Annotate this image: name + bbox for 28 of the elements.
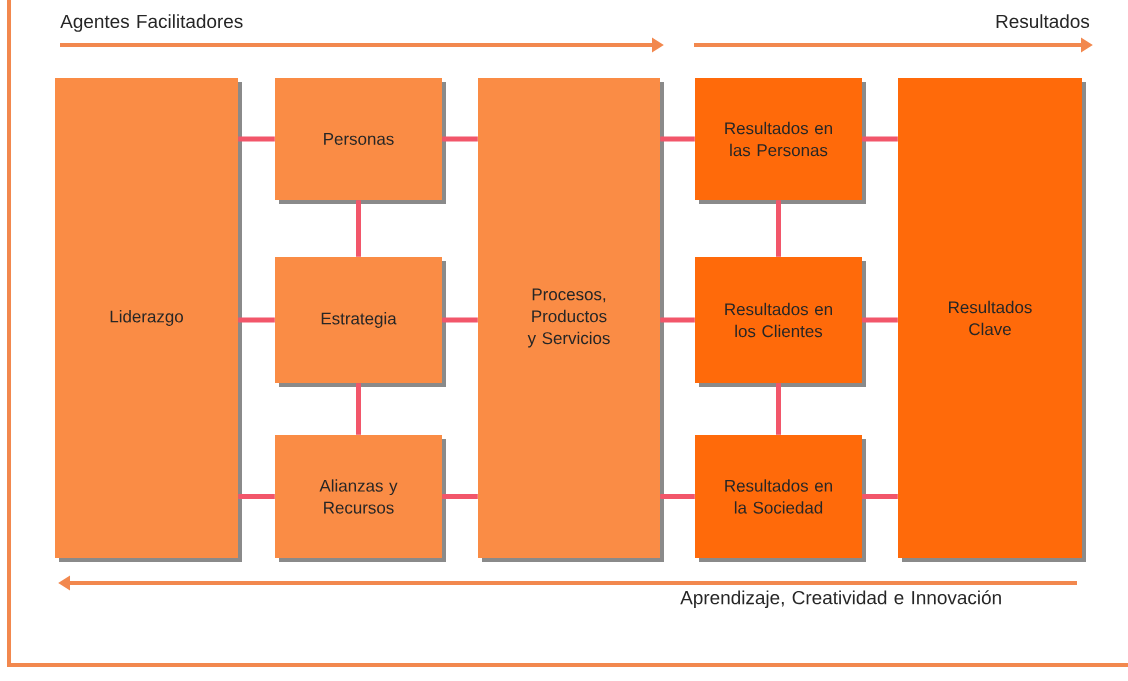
section-label: Aprendizaje, Creatividad e Innovación — [680, 590, 1001, 609]
connector-line — [776, 383, 781, 435]
connector-line — [238, 494, 275, 499]
connector-line — [442, 136, 478, 142]
connector-line — [862, 317, 898, 323]
connector-line — [862, 494, 898, 499]
model-box: Estrategia — [275, 257, 446, 387]
model-box: Procesos, Productos y Servicios — [478, 78, 664, 562]
section-label: Resultados — [996, 14, 1090, 29]
model-box: Resultados Clave — [898, 78, 1086, 562]
section-label: Agentes Facilitadores — [60, 14, 243, 32]
model-box: Resultados en la Sociedad — [695, 435, 866, 562]
connector-line — [862, 136, 898, 142]
connector-line — [238, 317, 275, 323]
connector-line — [442, 494, 478, 499]
connector-line — [356, 200, 361, 257]
model-box: Personas — [275, 78, 446, 204]
connector-line — [776, 200, 781, 257]
connector-line — [660, 136, 695, 142]
model-box: Liderazgo — [55, 78, 242, 562]
model-box: Alianzas y Recursos — [275, 435, 446, 562]
connector-line — [442, 317, 478, 323]
model-box: Resultados en los Clientes — [695, 257, 866, 387]
connector-line — [356, 383, 361, 435]
model-box: Resultados en las Personas — [695, 78, 866, 204]
connector-line — [238, 136, 275, 142]
connector-line — [660, 317, 695, 323]
connector-line — [660, 494, 695, 499]
